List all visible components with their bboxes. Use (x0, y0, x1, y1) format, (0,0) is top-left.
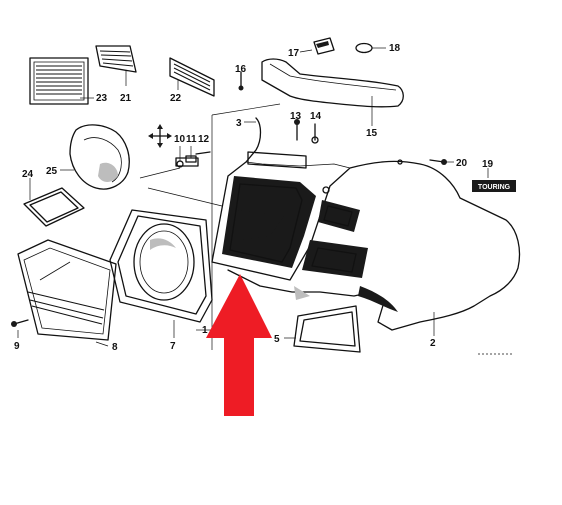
part-2-leader (433, 312, 514, 355)
part-1-leader (139, 103, 281, 350)
callout-2: 2 (430, 338, 436, 349)
part-22-grille (169, 57, 215, 97)
callout-12: 12 (198, 134, 210, 145)
callout-19: 19 (482, 159, 494, 170)
part-16-screw (238, 71, 244, 91)
part-21-grille (95, 45, 137, 86)
callout-8: 8 (112, 342, 118, 353)
callout-16: 16 (235, 64, 247, 75)
adjust-cross-icon (148, 124, 172, 148)
red-arrow-icon (206, 274, 272, 416)
callout-labels: 1 2 3 5 7 8 9 10 11 12 13 14 15 16 17 18… (14, 43, 494, 353)
callout-13: 13 (290, 111, 302, 122)
badge-text: TOURING (478, 184, 511, 191)
callout-18: 18 (389, 43, 401, 54)
callout-20: 20 (456, 158, 468, 169)
callout-3: 3 (236, 118, 242, 129)
callout-15: 15 (366, 128, 378, 139)
part-20-screw (429, 159, 454, 165)
parts-10-12-fasteners (148, 124, 211, 168)
part-9-screw (11, 319, 29, 338)
callout-9: 9 (14, 341, 20, 352)
callout-22: 22 (170, 93, 182, 104)
callout-5: 5 (274, 334, 280, 345)
callout-10: 10 (174, 134, 186, 145)
part-5-trim-frame (284, 305, 361, 353)
callout-7: 7 (170, 341, 176, 352)
callout-25: 25 (46, 166, 58, 177)
part-3-fairing-shell (211, 117, 521, 331)
callout-11: 11 (186, 134, 197, 145)
callout-14: 14 (310, 111, 322, 122)
parts-13-14-bolts (294, 119, 319, 144)
callout-24: 24 (22, 169, 34, 180)
part-7-headlamp-frame (109, 209, 213, 338)
part-24-gasket (23, 178, 85, 227)
part-23-grille (29, 57, 94, 105)
part-19-badge: TOURING (472, 168, 516, 192)
part-18-cap (355, 42, 386, 54)
callout-21: 21 (120, 93, 132, 104)
callout-1: 1 (202, 325, 208, 336)
callout-23: 23 (96, 93, 108, 104)
part-17-mount (299, 37, 335, 55)
callout-17: 17 (288, 48, 300, 59)
part-8-lens (17, 239, 117, 347)
part-15-top-cover (261, 58, 404, 126)
part-25-boot (60, 124, 130, 190)
